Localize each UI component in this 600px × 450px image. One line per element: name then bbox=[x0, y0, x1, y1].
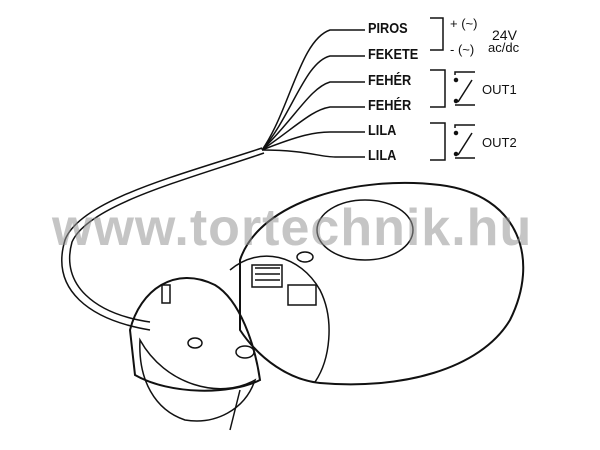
watermark: www.tortechnik.hu bbox=[52, 199, 533, 257]
wire-label-lila-1: LILA bbox=[368, 122, 397, 139]
wire-label-piros: PIROS bbox=[368, 20, 408, 37]
wire-label-feher-2: FEHÉR bbox=[368, 97, 412, 114]
power-plus-label: + (~) bbox=[450, 16, 478, 31]
cable bbox=[61, 147, 263, 331]
wire-bundle bbox=[261, 29, 365, 158]
wire-label-fekete: FEKETE bbox=[368, 46, 419, 63]
sensor-body bbox=[229, 181, 525, 386]
current-type-label: ac/dc bbox=[488, 40, 520, 55]
open-cover bbox=[128, 276, 262, 431]
voltage-label: 24V bbox=[492, 27, 517, 43]
out2-label: OUT2 bbox=[482, 135, 517, 150]
power-minus-label: - (~) bbox=[450, 42, 475, 57]
out1-label: OUT1 bbox=[482, 82, 517, 97]
wire-label-feher-1: FEHÉR bbox=[368, 72, 412, 89]
brackets bbox=[430, 17, 475, 161]
wire-label-lila-2: LILA bbox=[368, 147, 397, 164]
